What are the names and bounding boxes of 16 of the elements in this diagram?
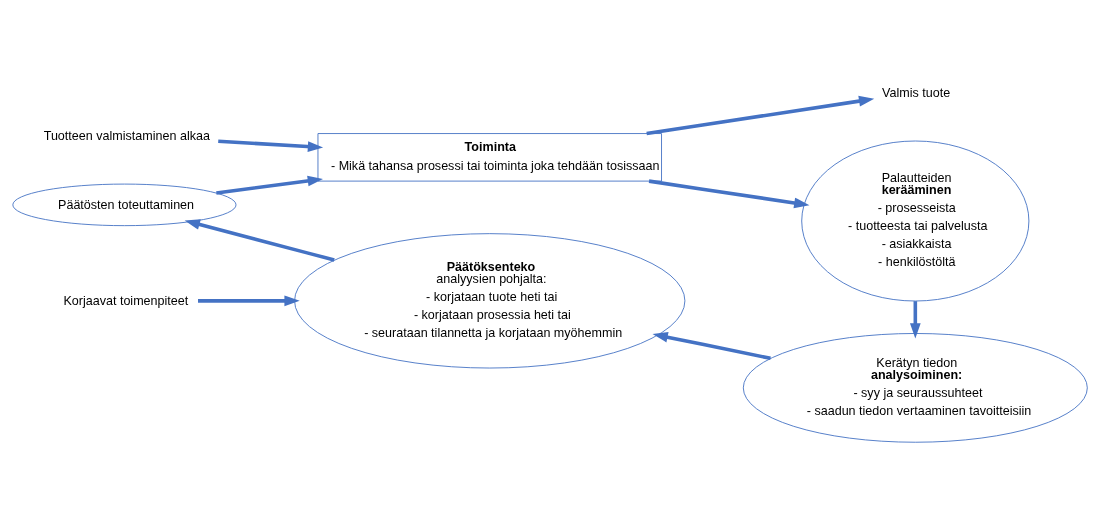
arrow bbox=[218, 139, 324, 152]
arrow bbox=[184, 219, 335, 262]
arrow bbox=[652, 331, 771, 361]
arrow bbox=[909, 301, 921, 339]
node-text: Valmis tuote bbox=[882, 85, 951, 100]
node-ellipse: Kerätyn tiedon analysoiminen: - syy ja seuraussuhteet - saadun tiedon vertaaminen tavoitteisiin bbox=[742, 333, 1088, 443]
node-ellipse: Päätöksenteko analyysien pohjalta: - korjataan tuote heti tai - korjataan prosessia heti tai - seurataan tilannetta ja korjataan myöhemmin bbox=[294, 233, 686, 369]
arrow bbox=[198, 295, 300, 307]
node-text: Tuotteen valmistaminen alkaa bbox=[43, 128, 210, 143]
node-ellipse: Päätösten toteuttaminen bbox=[12, 183, 237, 227]
node-box: Toiminta - Mikä tahansa prosessi tai toiminta joka tehdään tosissaan bbox=[317, 133, 662, 182]
node-ellipse: Palautteiden kerääminen - prosesseista - tuotteesta tai palvelusta - asiakkaista - henkilöstöltä bbox=[801, 140, 1030, 302]
arrow bbox=[646, 95, 875, 136]
node-text: Korjaavat toimenpiteet bbox=[63, 293, 189, 308]
arrow bbox=[648, 179, 810, 209]
arrow bbox=[216, 175, 323, 195]
